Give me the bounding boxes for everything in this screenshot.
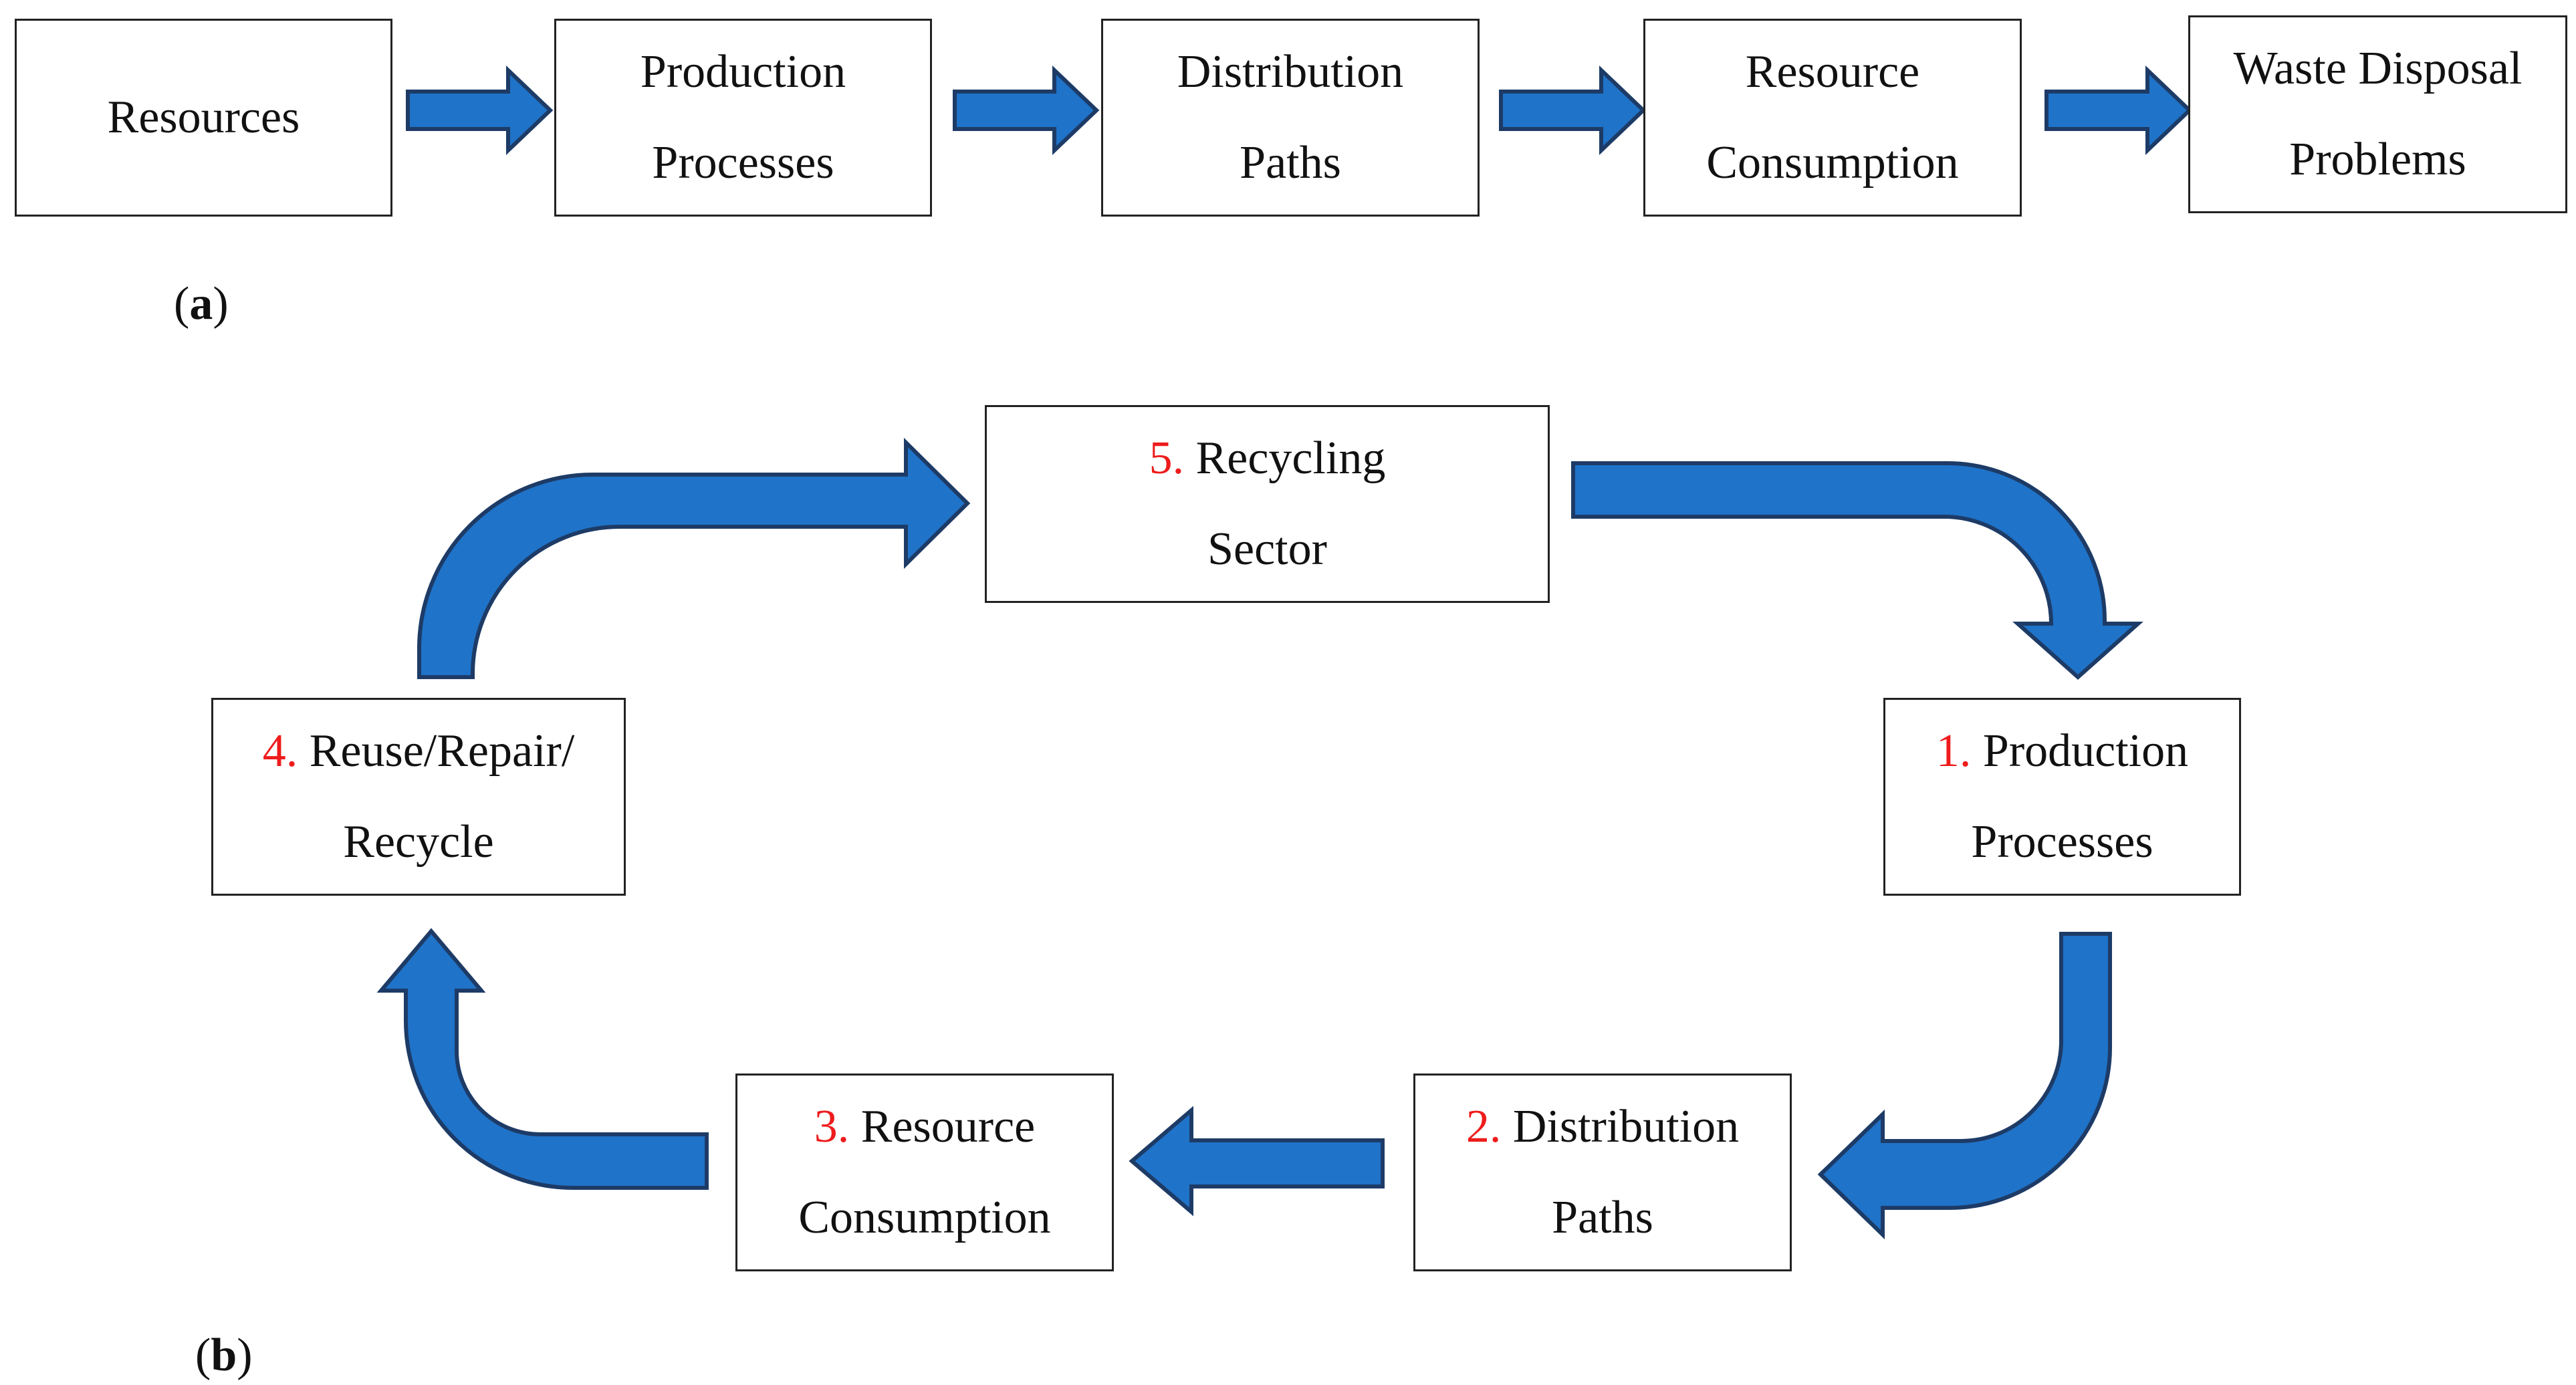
box-text: Resources	[107, 92, 300, 143]
box-text: Resource	[1745, 46, 1920, 98]
box-text: Production	[640, 46, 846, 98]
box-text: Paths	[1240, 137, 1341, 188]
box-distribution-paths: Distribution Paths	[1101, 19, 1480, 217]
box-production-processes: Production Processes	[554, 19, 932, 217]
box-step-3-resource-consumption: 3. Resource Consumption	[735, 1074, 1114, 1271]
arrow-b-1-to-2	[1817, 932, 2112, 1240]
arrow-a-2	[953, 66, 1100, 155]
box-text: Problems	[2289, 134, 2466, 185]
step-number: 3.	[814, 1101, 850, 1152]
step-text: Sector	[1207, 523, 1327, 575]
step-text: Consumption	[798, 1192, 1051, 1243]
box-step-5-recycling-sector: 5. Recycling Sector	[985, 405, 1550, 603]
box-resources: Resources	[15, 19, 392, 217]
box-waste-disposal-problems: Waste Disposal Problems	[2188, 15, 2567, 213]
box-text: Processes	[652, 137, 834, 188]
step-text: Production	[1982, 725, 2189, 777]
step-text: Resource	[860, 1101, 1036, 1152]
step-number: 1.	[1936, 725, 1972, 777]
step-text: Recycle	[343, 816, 494, 868]
step-number: 4.	[262, 725, 298, 777]
step-text: Distribution	[1512, 1101, 1740, 1152]
arrow-a-4	[2044, 66, 2193, 155]
box-resource-consumption: Resource Consumption	[1643, 19, 2022, 217]
box-text: Consumption	[1706, 137, 1959, 188]
arrow-a-1	[406, 66, 554, 155]
step-number: 5.	[1149, 432, 1185, 484]
step-text: Reuse/Repair/	[309, 725, 575, 777]
box-step-2-distribution-paths: 2. Distribution Paths	[1413, 1074, 1792, 1271]
arrow-b-4-to-5	[417, 437, 971, 679]
panel-label-b: (b)	[195, 1330, 253, 1381]
box-text: Distribution	[1177, 46, 1404, 98]
step-text: Paths	[1552, 1192, 1653, 1243]
box-text: Waste Disposal	[2233, 43, 2523, 94]
box-step-4-reuse-repair-recycle: 4. Reuse/Repair/ Recycle	[211, 698, 626, 896]
step-text: Processes	[1971, 816, 2153, 868]
step-text: Recycling	[1195, 432, 1386, 484]
arrow-a-3	[1499, 66, 1647, 155]
arrow-b-5-to-1	[1571, 461, 2143, 680]
arrow-b-3-to-4	[376, 928, 709, 1190]
box-step-1-production-processes: 1. Production Processes	[1883, 698, 2241, 896]
step-number: 2.	[1466, 1101, 1502, 1152]
arrow-b-2-to-3	[1129, 1106, 1385, 1217]
panel-label-a: (a)	[174, 278, 229, 330]
